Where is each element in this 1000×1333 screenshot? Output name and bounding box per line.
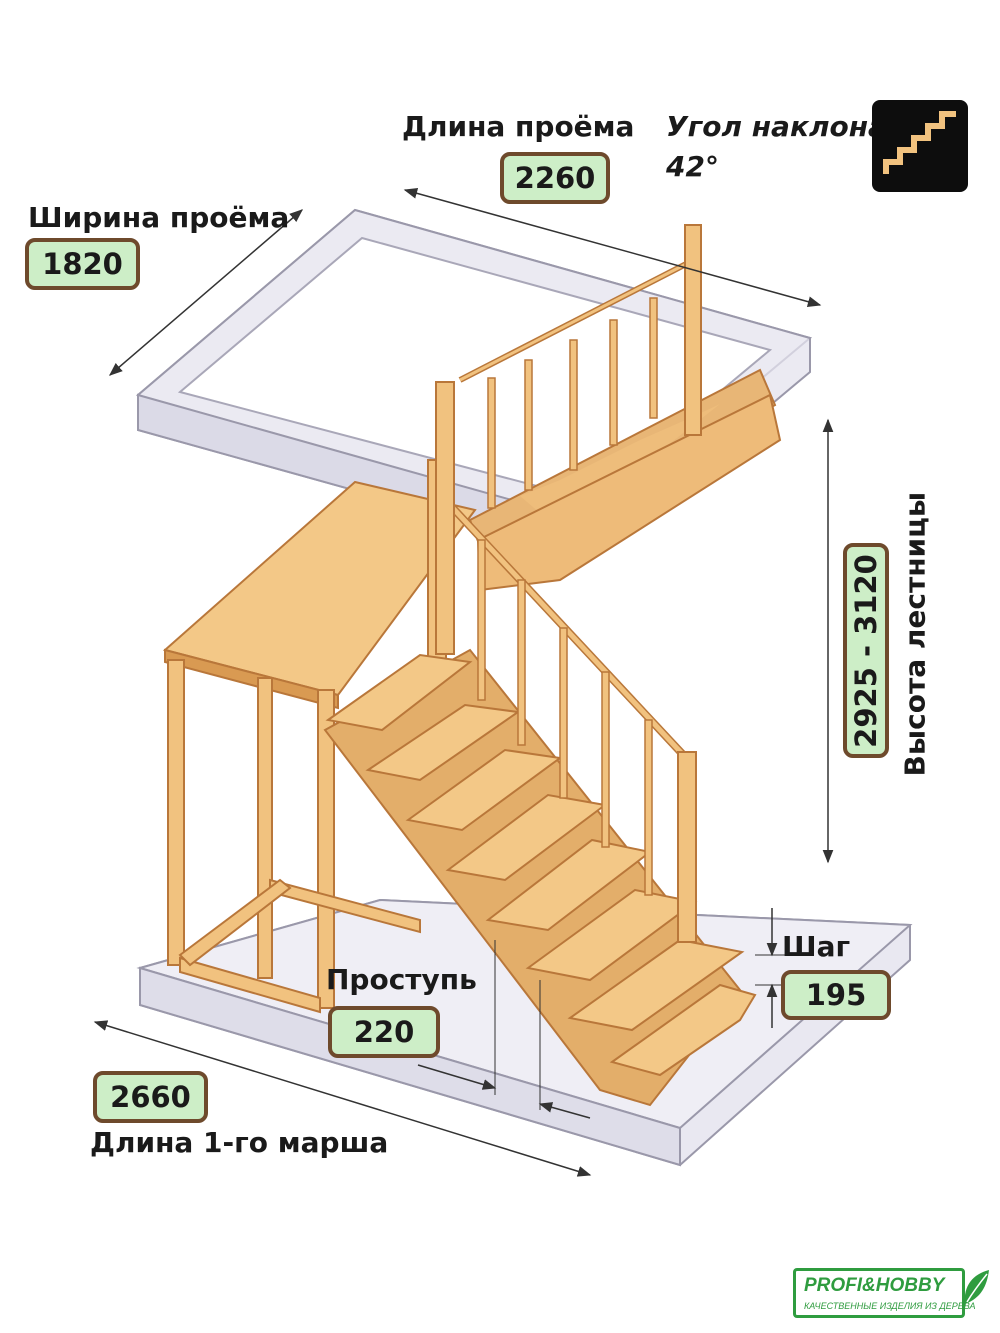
- opening-length-label: Длина проёма: [402, 110, 635, 143]
- first-flight-dim: [93, 1020, 592, 1177]
- opening-width-label: Ширина проёма: [28, 201, 290, 234]
- opening-width-value: 1820: [25, 238, 140, 290]
- tread-dim-a: [417, 1064, 497, 1090]
- tread-value: 220: [328, 1006, 440, 1058]
- incline-angle-label: Угол наклона: [666, 110, 887, 143]
- first-flight-value: 2660: [93, 1071, 208, 1123]
- tread-dim-b: [538, 1102, 591, 1119]
- stair-height-value: 2925 - 3120: [843, 543, 889, 758]
- step-value: 195: [781, 970, 891, 1020]
- logo-brand-text: PROFI&HOBBY: [804, 1275, 945, 1296]
- stair-height-value-text: 2925 - 3120: [849, 553, 883, 748]
- logo-tagline: КАЧЕСТВЕННЫЕ ИЗДЕЛИЯ ИЗ ДЕРЕВА: [804, 1301, 976, 1311]
- stair-height-label-text: Высота лестницы: [898, 491, 932, 777]
- step-label: Шаг: [782, 930, 851, 963]
- stairs-icon: [872, 100, 968, 192]
- ceiling-opening-frame: [135, 208, 813, 558]
- logo-frame: PROFI&HOBBY КАЧЕСТВЕННЫЕ ИЗДЕЛИЯ ИЗ ДЕРЕ…: [793, 1268, 976, 1318]
- brand-logo: PROFI&HOBBY КАЧЕСТВЕННЫЕ ИЗДЕЛИЯ ИЗ ДЕРЕ…: [793, 1268, 993, 1322]
- tread-label: Проступь: [326, 963, 477, 996]
- dimension-lines: [93, 188, 834, 1177]
- lower-railing: [435, 381, 697, 943]
- opening-length-dim: [403, 188, 822, 307]
- leaf-icon: [964, 1270, 989, 1304]
- stair-height-label: Высота лестницы: [895, 491, 935, 777]
- opening-width-dim: [108, 209, 304, 376]
- landing-platform: [162, 480, 477, 1014]
- first-flight-label: Длина 1-го марша: [90, 1126, 389, 1159]
- incline-angle-value: 42°: [666, 150, 719, 183]
- opening-length-value: 2260: [500, 152, 610, 204]
